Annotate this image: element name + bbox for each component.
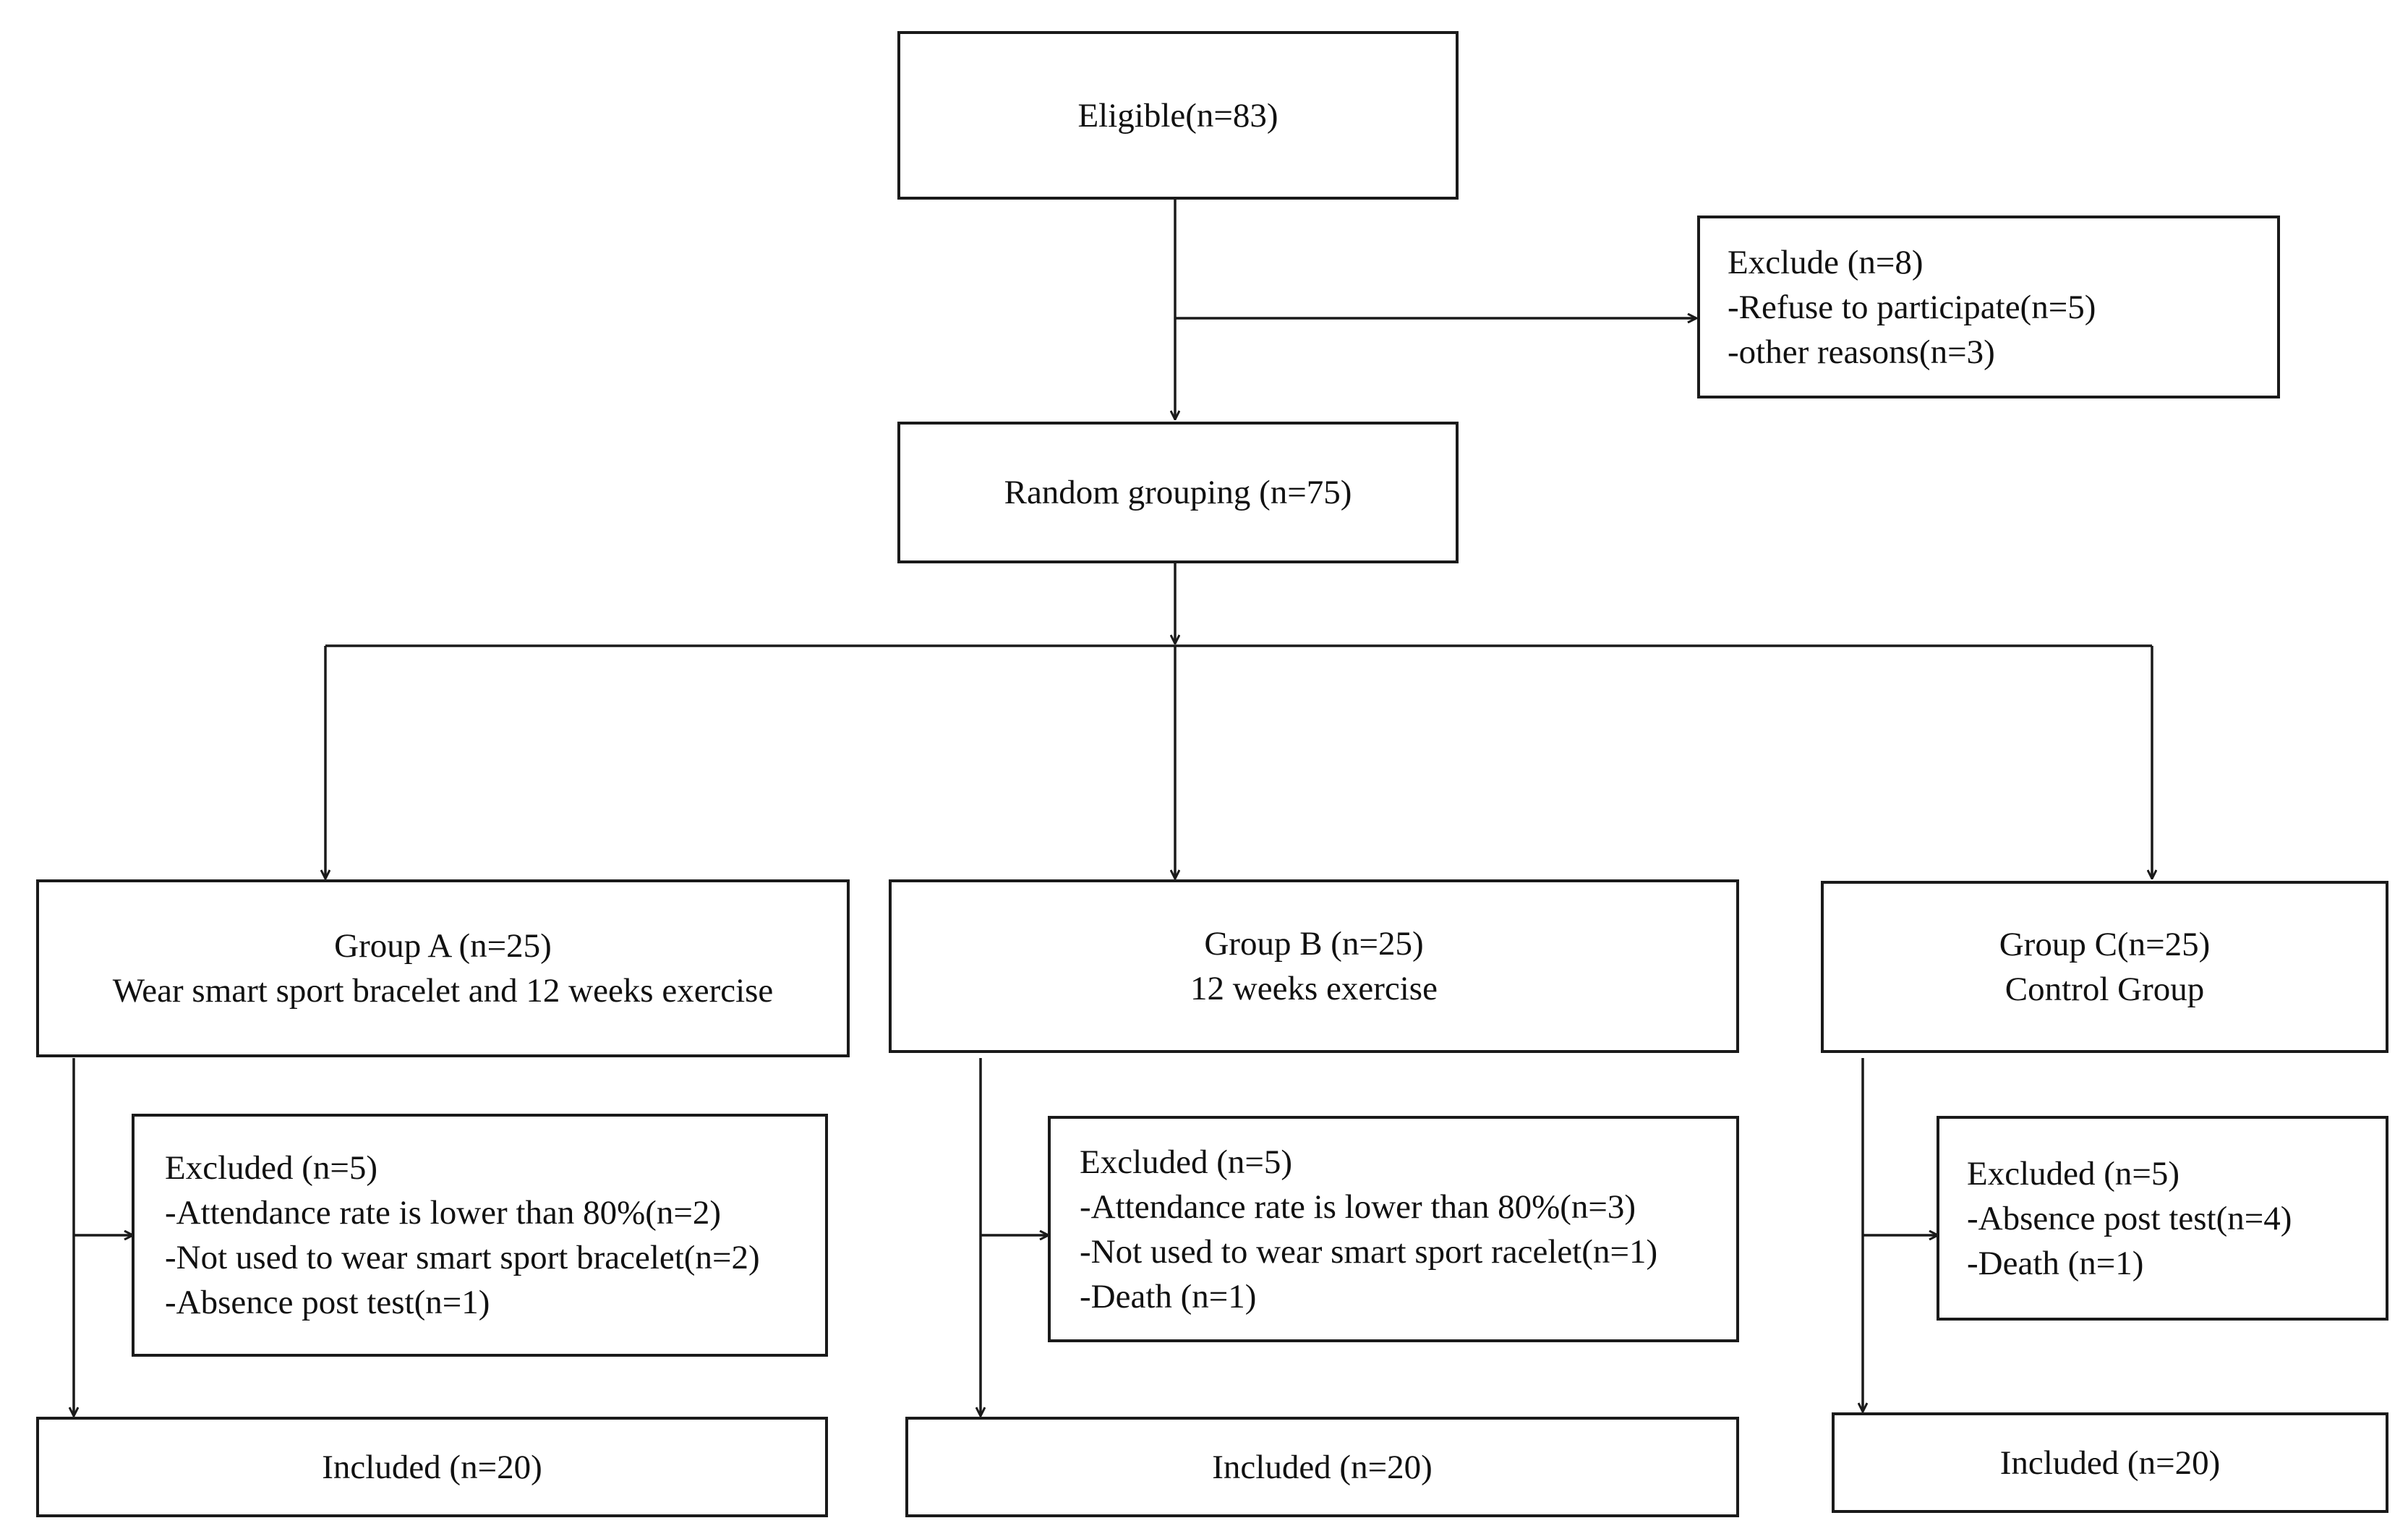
group-a-title: Group A (n=25) [334, 927, 552, 965]
group-a-included-label: Included (n=20) [322, 1448, 542, 1486]
group-b-included-label: Included (n=20) [1212, 1448, 1433, 1486]
group-c-excluded-box: Excluded (n=5) -Absence post test(n=4) -… [1937, 1116, 2388, 1321]
eligible-label: Eligible(n=83) [1077, 96, 1278, 135]
exclude-reason: -other reasons(n=3) [1728, 333, 1995, 371]
group-c-excluded-title: Excluded (n=5) [1967, 1154, 2180, 1193]
group-c-title: Group C(n=25) [1999, 926, 2211, 963]
group-b-box: Group B (n=25) 12 weeks exercise [889, 879, 1739, 1053]
random-grouping-label: Random grouping (n=75) [1004, 474, 1352, 511]
group-a-excluded-reason: -Absence post test(n=1) [165, 1284, 490, 1321]
exclude-box: Exclude (n=8) -Refuse to participate(n=5… [1697, 216, 2280, 398]
group-b-included-box: Included (n=20) [905, 1417, 1739, 1517]
group-a-excluded-reason: -Attendance rate is lower than 80%(n=2) [165, 1194, 722, 1232]
group-c-included-box: Included (n=20) [1832, 1412, 2388, 1513]
group-b-excluded-title: Excluded (n=5) [1080, 1143, 1293, 1181]
exclude-reason: -Refuse to participate(n=5) [1728, 288, 2096, 326]
group-a-excluded-box: Excluded (n=5) -Attendance rate is lower… [132, 1114, 828, 1357]
group-a-included-box: Included (n=20) [36, 1417, 828, 1517]
group-a-excluded-title: Excluded (n=5) [165, 1149, 378, 1187]
group-c-excluded-reason: -Death (n=1) [1967, 1244, 2144, 1282]
group-b-excluded-reason: -Death (n=1) [1080, 1277, 1257, 1315]
group-b-excluded-box: Excluded (n=5) -Attendance rate is lower… [1048, 1116, 1739, 1342]
group-b-excluded-reason: -Attendance rate is lower than 80%(n=3) [1080, 1187, 1636, 1226]
group-a-excluded-reason: -Not used to wear smart sport bracelet(n… [165, 1239, 760, 1276]
group-b-excluded-reason: -Not used to wear smart sport racelet(n=… [1080, 1232, 1658, 1271]
group-c-excluded-reason: -Absence post test(n=4) [1967, 1199, 2292, 1237]
group-c-box: Group C(n=25) Control Group [1821, 881, 2388, 1053]
random-grouping-box: Random grouping (n=75) [897, 422, 1459, 563]
group-b-title: Group B (n=25) [1204, 925, 1424, 963]
group-a-subtitle: Wear smart sport bracelet and 12 weeks e… [112, 972, 774, 1010]
group-c-subtitle: Control Group [2004, 971, 2205, 1008]
group-b-subtitle: 12 weeks exercise [1190, 970, 1438, 1007]
eligible-box: Eligible(n=83) [897, 31, 1459, 200]
exclude-title: Exclude (n=8) [1728, 243, 1924, 281]
group-a-box: Group A (n=25) Wear smart sport bracelet… [36, 879, 850, 1057]
group-c-included-label: Included (n=20) [1999, 1443, 2221, 1482]
